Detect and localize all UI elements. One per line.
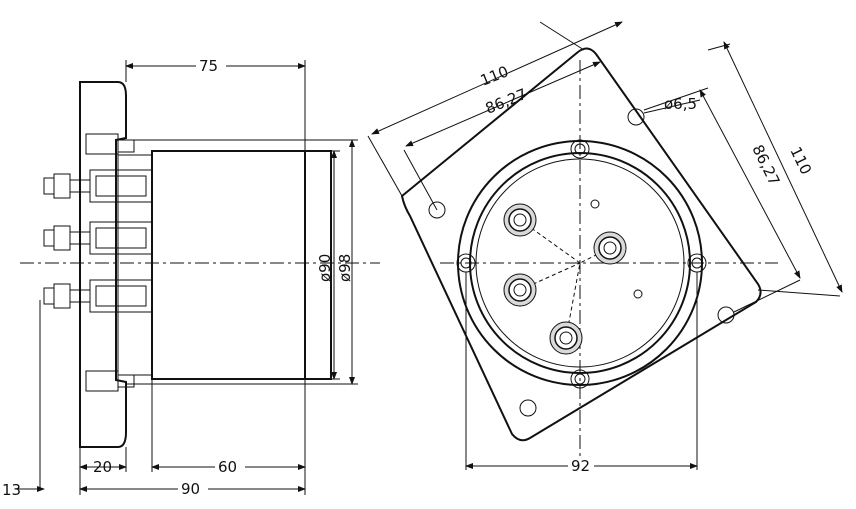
- terminal-stud-3: [503, 273, 537, 307]
- dim-line-110-right: [723, 41, 843, 293]
- dim-8627-top-label: 86,27: [483, 85, 530, 118]
- dim-110-right-label: 110: [786, 144, 815, 178]
- mount-hole-bottom: [519, 399, 537, 417]
- dim-8627-right-label: 86,27: [748, 142, 783, 188]
- dim-line-8627-right: [699, 89, 801, 279]
- side-flange: [79, 81, 127, 448]
- mount-hole-left: [428, 201, 446, 219]
- dim-60-label: 60: [218, 458, 237, 476]
- front-view: 110 86,27 ø6,5 110 86,27 92: [367, 21, 843, 475]
- dim-75-label: 75: [199, 57, 218, 75]
- small-hole-1: [590, 199, 600, 209]
- bezel-screw-bottom: [570, 369, 590, 389]
- side-connector-block: [117, 154, 153, 376]
- small-hole-2: [633, 289, 643, 299]
- side-terminal-1: [43, 169, 153, 203]
- terminal-stud-1: [503, 203, 537, 237]
- mount-hole-top: [627, 108, 645, 126]
- side-screw-top: [85, 133, 119, 155]
- side-screw-bottom: [85, 370, 119, 392]
- dim-line-8627-top: [405, 61, 601, 147]
- dim-110-top-label: 110: [478, 62, 511, 89]
- dim-92-label: 92: [571, 457, 590, 475]
- side-view: 75 90 20 60 13 ø90 ø98: [2, 56, 380, 499]
- dim-20-label: 20: [93, 458, 112, 476]
- side-terminal-3: [43, 279, 153, 313]
- dim-90-label: 90: [181, 480, 200, 498]
- terminal-stud-2: [593, 231, 627, 265]
- dim-hole-label: ø6,5: [664, 95, 697, 113]
- mount-hole-right: [717, 306, 735, 324]
- dim-dia98-label: ø98: [336, 254, 354, 282]
- dim-13-label: 13: [2, 481, 21, 499]
- side-body: [151, 150, 306, 380]
- side-terminal-2: [43, 221, 153, 255]
- terminal-stud-4: [549, 321, 583, 355]
- front-flange: [400, 47, 762, 442]
- dim-dia90-label: ø90: [316, 254, 334, 282]
